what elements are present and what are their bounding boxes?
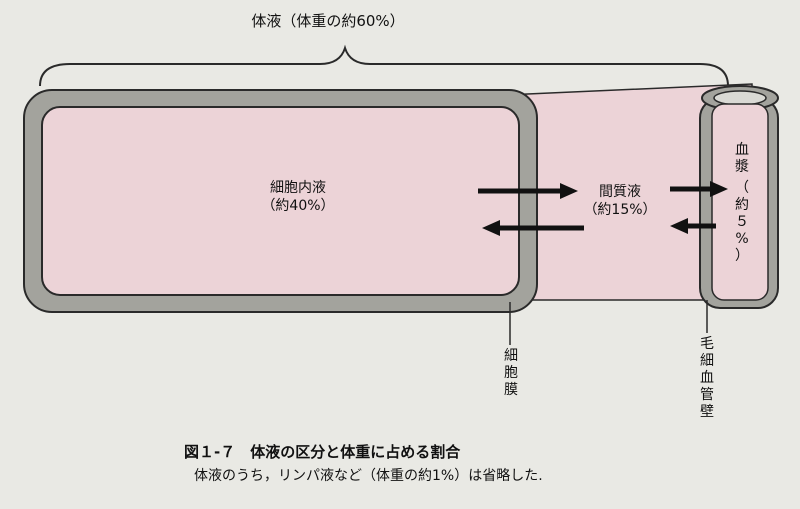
plasma-percent-char: %: [735, 231, 749, 247]
capillary-wall-label: 毛細血管壁: [700, 336, 714, 420]
total-fluid-brace: [39, 44, 729, 87]
intracellular-fluid-region: [41, 106, 520, 296]
intracellular-fluid-name: 細胞内液: [270, 180, 326, 196]
capillary-top-inner: [713, 90, 767, 106]
intracellular-fluid-percent: （約40%）: [261, 198, 335, 214]
arrow-interstitial-to-plasma-head: [710, 181, 728, 197]
figure-caption-body: 体液のうち，リンパ液など（体重の約1%）は省略した.: [194, 468, 543, 484]
plasma-percent-char: 約: [735, 197, 749, 213]
plasma-percent: （ 約 ５ % ）: [734, 180, 750, 265]
interstitial-fluid-name: 間質液: [599, 184, 641, 200]
plasma-percent-char: ５: [735, 214, 749, 230]
total-fluid-title: 体液（体重の約60%）: [251, 12, 405, 30]
arrow-interstitial-to-cell-head: [482, 220, 500, 236]
exchange-arrows: [478, 181, 728, 236]
arrow-plasma-to-interstitial-head: [670, 218, 688, 234]
plasma-percent-char: （: [735, 180, 749, 196]
figure-caption-title: 図１-７ 体液の区分と体重に占める割合: [184, 443, 461, 461]
cell-membrane-label: 細胞膜: [504, 348, 518, 398]
interstitial-fluid-percent: （約15%）: [583, 202, 657, 218]
plasma-percent-char: ）: [735, 248, 749, 264]
arrow-cell-to-interstitial-head: [560, 183, 578, 199]
plasma-region: [711, 103, 769, 301]
plasma-name: 血漿: [735, 142, 749, 175]
